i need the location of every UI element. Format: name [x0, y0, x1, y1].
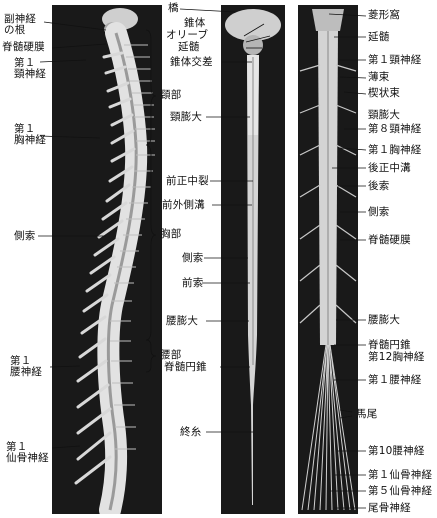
label-lumbar-enlargement-back: 腰膨大 — [368, 314, 401, 326]
label-gracile-fasciculus: 薄束 — [368, 71, 390, 83]
label-region-lumbar: 腰部 — [160, 349, 182, 361]
label-olive: オリーブ — [166, 29, 209, 41]
label-rhomboid-fossa: 菱形窩 — [368, 9, 401, 21]
label-first-sacral-nerve-left: 第１ 仙骨神経 — [6, 441, 49, 464]
label-first-lumbar-nerve-back: 第１腰神経 — [368, 374, 422, 386]
label-eighth-cervical-nerve: 第８頸神経 — [368, 123, 422, 135]
label-region-thoracic: 胸部 — [160, 228, 182, 240]
lateral-spine-illustration — [74, 8, 155, 514]
label-first-lumbar-nerve-left: 第１ 腰神経 — [10, 355, 43, 378]
label-first-sacral-nerve-back: 第１仙骨神経 — [368, 469, 433, 481]
label-coccygeal-nerve: 尾骨神経 — [368, 502, 411, 514]
label-first-thoracic-nerve-left: 第１ 胸神経 — [14, 123, 47, 146]
label-fifth-sacral-nerve: 第５仙骨神経 — [368, 485, 433, 497]
label-accessory-nerve-root: 副神経 の根 — [4, 13, 37, 36]
label-cervical-enlargement-front: 頸膨大 — [170, 111, 203, 123]
label-cervical-enlargement-back: 頸膨大 — [368, 109, 401, 121]
label-medulla-front: 延髄 — [178, 41, 200, 53]
label-lateral-funiculus-back: 側索 — [368, 206, 390, 218]
label-conus-medullaris-back: 脊髄円錐 — [368, 339, 411, 351]
label-first-thoracic-nerve-back: 第１胸神経 — [368, 144, 422, 156]
label-spinal-dura-back: 脊髄硬膜 — [368, 234, 411, 246]
label-first-cervical-nerve-back: 第１頸神経 — [368, 54, 422, 66]
label-lateral-funiculus-front: 側索 — [182, 252, 204, 264]
label-twelfth-thoracic-nerve: 第12胸神経 — [368, 351, 425, 363]
label-anterior-funiculus: 前索 — [182, 277, 204, 289]
label-posterior-median-sulcus: 後正中溝 — [368, 162, 411, 174]
label-pyramid: 錐体 — [184, 17, 206, 29]
label-cuneate-fasciculus: 楔状束 — [368, 87, 401, 99]
lateral-view-photo — [52, 5, 162, 514]
label-region-cervical: 頸部 — [160, 89, 182, 101]
label-first-cervical-nerve-left: 第１ 頸神経 — [14, 57, 47, 80]
label-cauda-equina: 馬尾 — [356, 408, 378, 420]
label-tenth-lumbar-nerve: 第10腰神経 — [368, 445, 425, 457]
label-spinal-dura-left: 脊髄硬膜 — [2, 41, 45, 53]
label-conus-medullaris-front: 脊髄円錐 — [164, 361, 207, 373]
label-anterior-median-fissure: 前正中裂 — [166, 175, 209, 187]
label-pons: 橋 — [168, 2, 179, 14]
label-filum-terminale: 終糸 — [180, 426, 202, 438]
label-lateral-funiculus-left: 側索 — [14, 230, 36, 242]
posterior-view-photo — [298, 5, 358, 514]
posterior-cord-illustration — [299, 9, 357, 511]
label-medulla-back: 延髄 — [368, 31, 390, 43]
anterior-view-photo — [221, 5, 285, 514]
label-posterior-funiculus: 後索 — [368, 180, 390, 192]
label-pyramidal-decussation: 錐体交差 — [170, 56, 213, 68]
anterior-cord-illustration — [225, 9, 281, 505]
label-anterolateral-sulcus: 前外側溝 — [162, 199, 205, 211]
label-lumbar-enlargement-front: 腰膨大 — [166, 315, 199, 327]
